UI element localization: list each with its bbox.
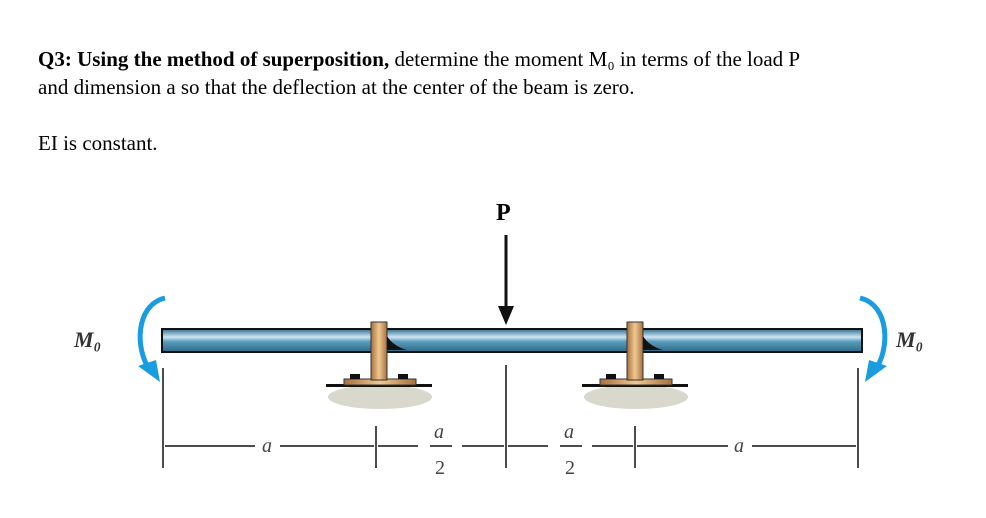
- support-left: [326, 321, 432, 409]
- dim-a-right: a: [734, 435, 744, 457]
- support-right: [582, 321, 688, 409]
- question-text: determine the moment M₀ in terms of the …: [394, 47, 801, 71]
- question-line-3: EI is constant.: [38, 131, 158, 155]
- dim-a-half-left-num: a: [434, 421, 444, 443]
- moment-label-left: M₀: [73, 327, 101, 352]
- dim-a-half-right-num: a: [564, 421, 574, 443]
- question-line-1: Q3: Using the method of superposition, d…: [38, 46, 800, 72]
- load-arrowhead: [498, 306, 514, 325]
- dim-a-half-right-den: 2: [565, 457, 575, 479]
- question-line-2: and dimension a so that the deflection a…: [38, 75, 635, 99]
- moment-arrow-right: [859, 295, 888, 372]
- moment-label-right: M₀: [895, 327, 923, 352]
- moment-arrow-left: [137, 295, 166, 372]
- question-number: Q3:: [38, 47, 72, 71]
- beam: [161, 328, 863, 353]
- dim-a-half-left-den: 2: [435, 457, 445, 479]
- dim-a-left: a: [262, 435, 272, 457]
- dimension-lines: [162, 365, 859, 468]
- question-lead: Using the method of superposition,: [77, 47, 390, 71]
- load-label: P: [496, 200, 511, 226]
